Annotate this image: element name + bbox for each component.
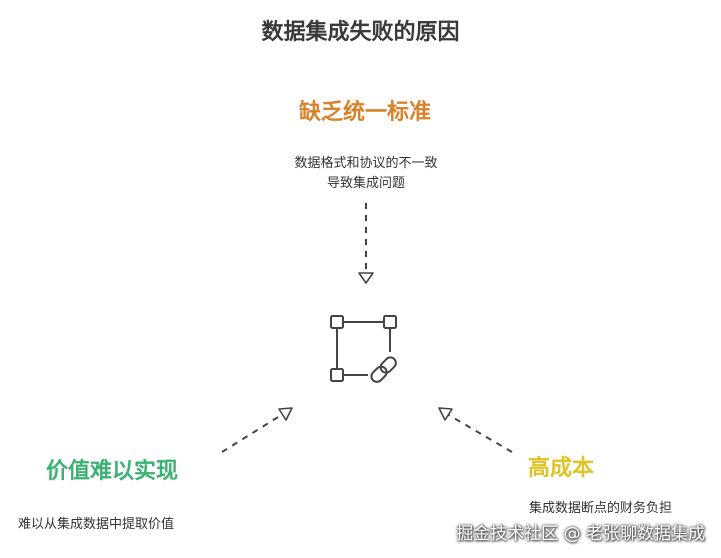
arrow-left-to-center	[221, 407, 293, 453]
cause-description-high-cost: 集成数据断点的财务负担	[529, 501, 673, 516]
cause-heading-value-hard-to-realize: 价值难以实现	[46, 459, 179, 484]
cause-heading-lack-of-standards: 缺乏统一标准	[298, 100, 431, 125]
cause-description-lack-of-standards: 数据格式和协议的不一致导致集成问题	[294, 156, 438, 191]
cause-heading-high-cost: 高成本	[528, 456, 595, 481]
arrow-top-to-center	[358, 203, 374, 284]
arrow-right-to-center	[438, 407, 513, 453]
diagram-title: 数据集成失败的原因	[261, 20, 460, 45]
cause-description-value-hard-to-realize: 难以从集成数据中提取价值	[18, 517, 175, 532]
broken-link-node-icon	[330, 315, 397, 383]
watermark: 掘金技术社区 @ 老张聊数据集成	[456, 524, 705, 544]
